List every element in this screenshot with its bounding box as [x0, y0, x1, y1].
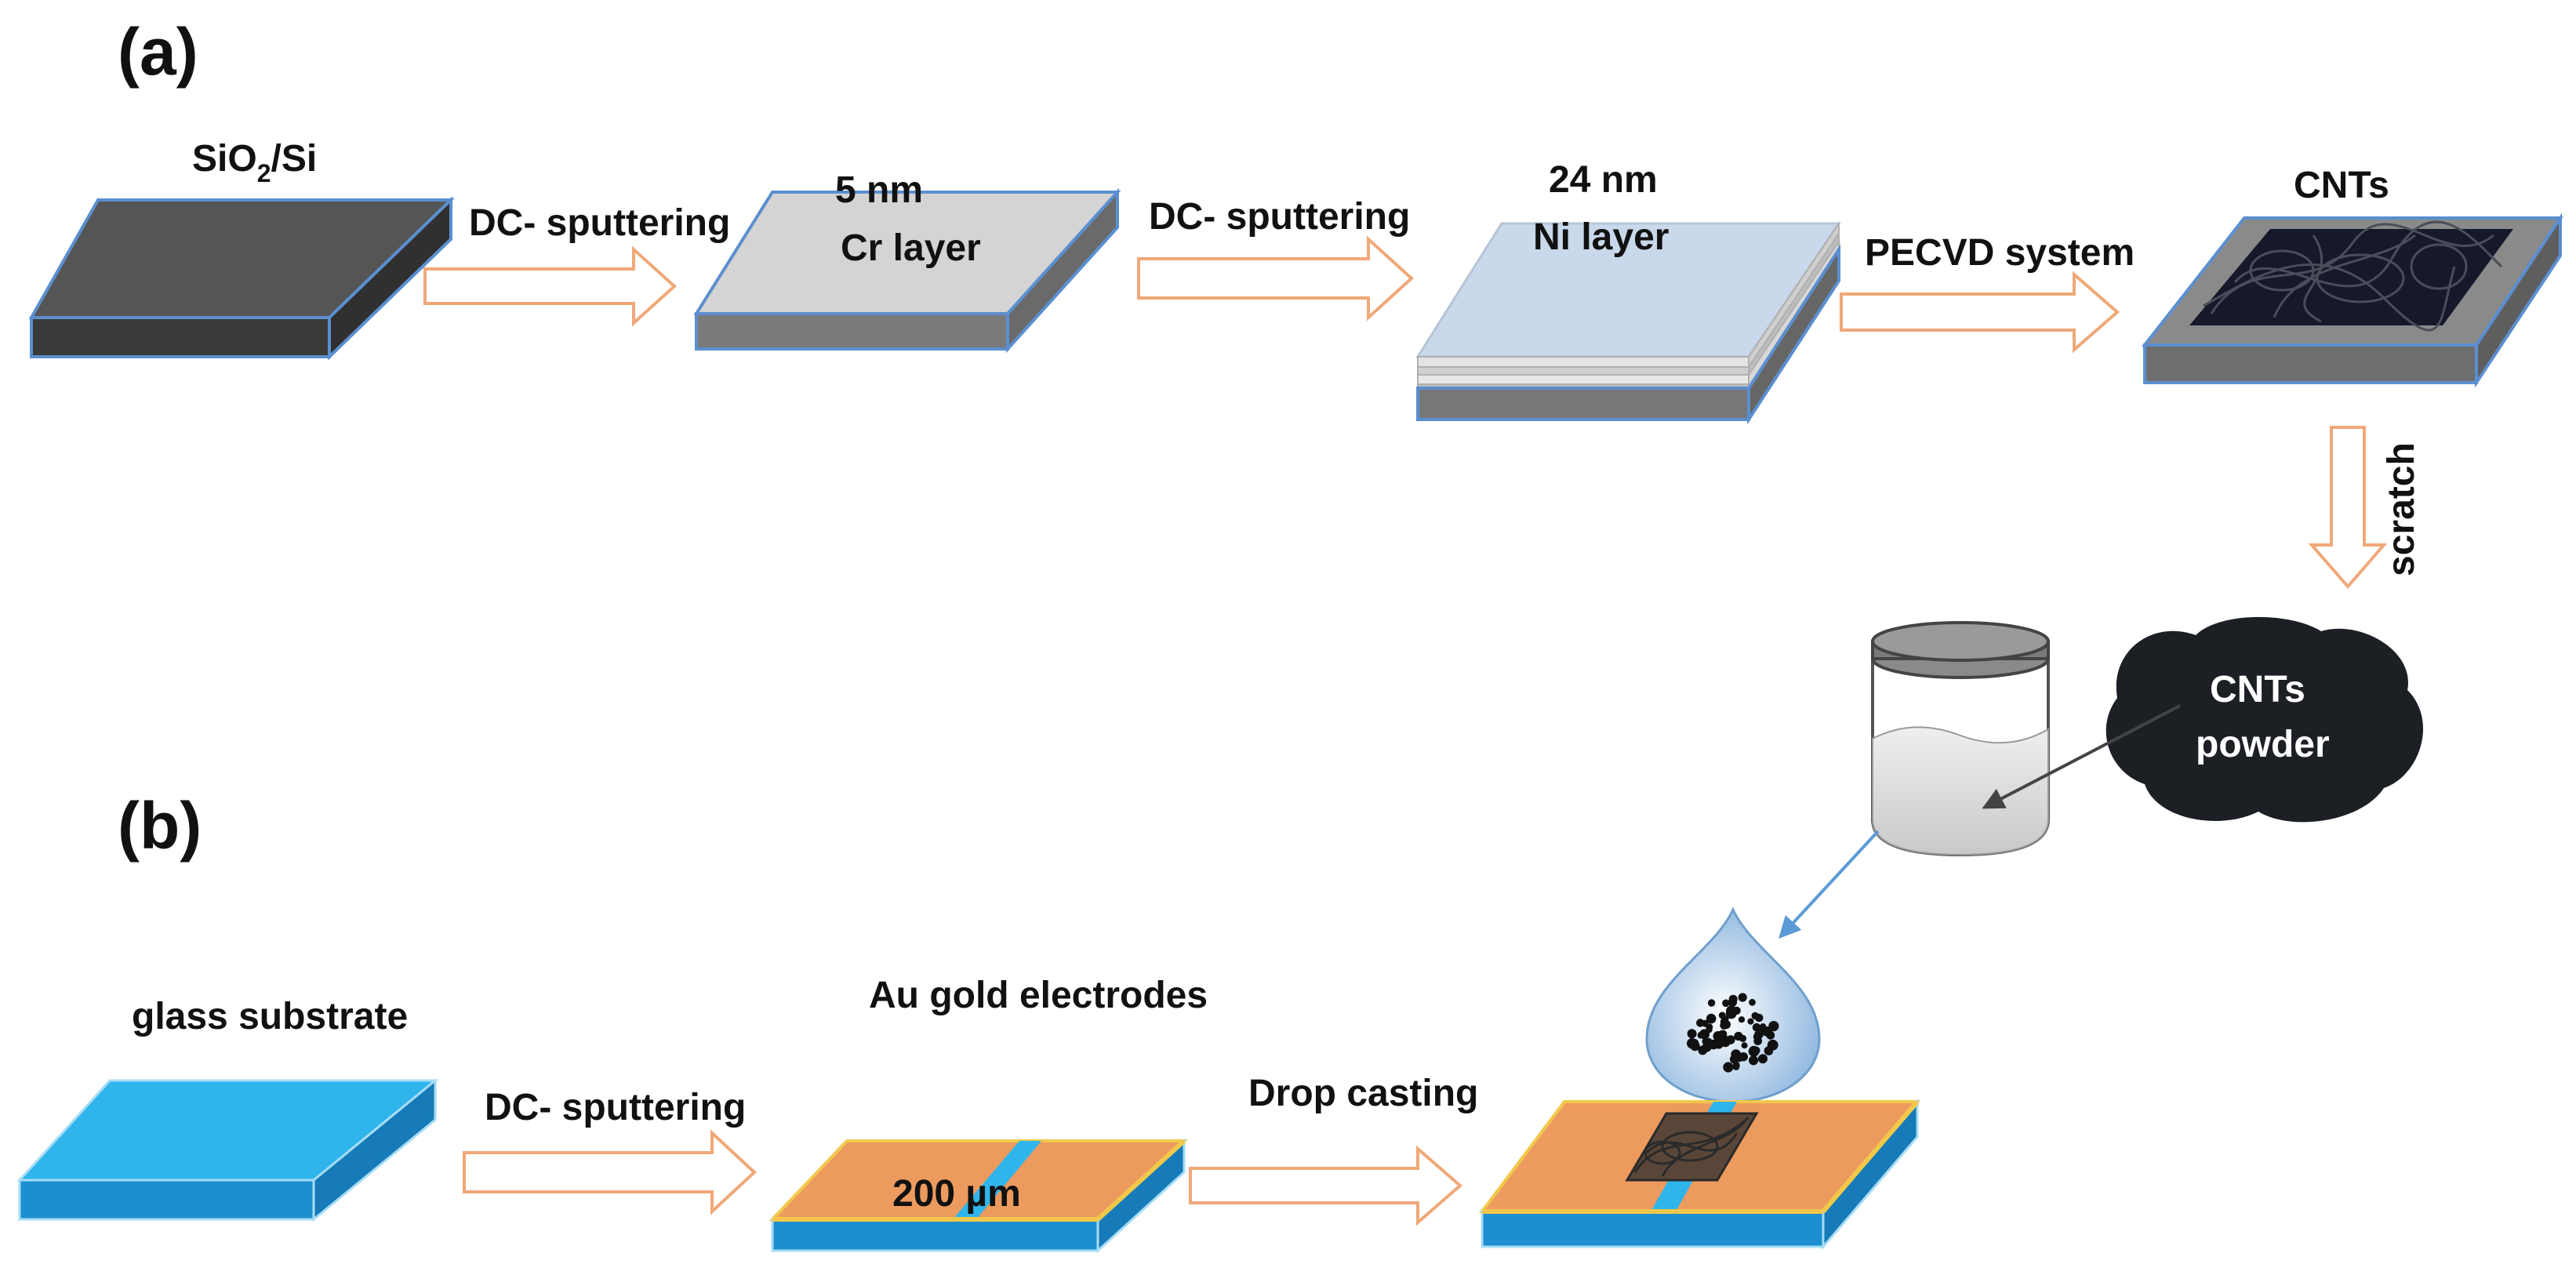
arrow-b2-label: Drop casting: [1248, 1073, 1478, 1114]
cnt-particle: [1752, 1023, 1761, 1032]
cnt-particle: [1726, 1005, 1737, 1017]
arrow-dc-sputtering-b: [463, 1129, 757, 1215]
cnt-particle: [1723, 1062, 1734, 1073]
cnt-particle: [1752, 1046, 1760, 1055]
powder-label-line2: powder: [2196, 724, 2330, 765]
au-electrodes-substrate: [768, 1138, 1189, 1254]
cnt-particle: [1732, 1063, 1740, 1070]
arrow-pecvd-system: [1840, 271, 2120, 354]
cnt-particle: [1758, 1054, 1768, 1064]
cnt-particle: [1749, 1055, 1759, 1066]
cnt-particle: [1706, 1026, 1713, 1033]
sio2-si-substrate: [28, 196, 455, 361]
arrow-dc-sputtering-2: [1137, 235, 1414, 321]
cnt-particle: [1702, 1042, 1712, 1052]
arrow-dc-sputtering-1: [423, 245, 677, 327]
arrow1-label: DC- sputtering: [469, 202, 730, 244]
cnt-particle: [1764, 1028, 1772, 1036]
cnt-device: [1479, 1098, 1921, 1251]
ni-thickness-label: 24 nm: [1549, 159, 1658, 201]
cnt-particle: [1767, 1039, 1778, 1051]
ni-layer-label: Ni layer: [1533, 216, 1669, 258]
arrow3-label: PECVD system: [1865, 232, 2135, 274]
cnt-particle: [1749, 998, 1756, 1006]
glass-substrate-label: glass substrate: [132, 996, 408, 1037]
scratch-label: scratch: [2381, 442, 2422, 576]
arrow2-label: DC- sputtering: [1149, 196, 1410, 238]
ni-layer-substrate: [1415, 220, 1841, 425]
cnt-particle: [1747, 1018, 1754, 1025]
cnts-powder-pile: [2105, 616, 2424, 823]
cnt-particle: [1728, 994, 1738, 1004]
arrow-scratch: [2308, 426, 2388, 590]
cnt-particle: [1738, 993, 1747, 1002]
cnt-particle: [1731, 1049, 1742, 1060]
cnt-particle: [1713, 1039, 1724, 1049]
cnt-particle: [1738, 1016, 1746, 1023]
cnt-particle: [1696, 1019, 1705, 1027]
cnt-particle: [1754, 1013, 1764, 1023]
arrow-b1-label: DC- sputtering: [485, 1087, 746, 1128]
cnts-substrate: [2141, 212, 2563, 388]
cnt-particle: [1765, 1048, 1774, 1055]
cnt-particle: [1739, 1034, 1747, 1042]
cnt-particle: [1690, 1041, 1700, 1052]
gap-label: 200 µm: [892, 1173, 1021, 1215]
cr-layer-substrate: [693, 187, 1121, 354]
cnt-particle: [1721, 1015, 1729, 1023]
powder-label-line1: CNTs: [2210, 669, 2305, 710]
jar: [1871, 621, 2050, 857]
cnt-particle: [1726, 1035, 1735, 1044]
cnt-particle: [1760, 1023, 1767, 1030]
cnt-tangle: [2203, 220, 2503, 332]
sio2-si-label: SiO2/Si: [192, 138, 317, 187]
cnt-network-film: [1625, 1112, 1759, 1182]
cnt-particle: [1687, 1029, 1697, 1039]
cnt-particle: [1706, 1013, 1717, 1024]
cnt-particle: [1754, 1030, 1764, 1040]
panel-b-label: (b): [118, 789, 202, 863]
electrodes-label: Au gold electrodes: [869, 975, 1208, 1016]
arrow-drop-casting: [1189, 1145, 1463, 1226]
cnt-particle: [1720, 1021, 1728, 1030]
glass-substrate: [16, 1077, 439, 1222]
panel-a-label: (a): [118, 15, 198, 89]
cnt-particle: [1707, 999, 1716, 1007]
powder-to-jar-arrow: [1982, 704, 2181, 809]
cnt-droplet: [1645, 906, 1821, 1103]
jar-to-drop-arrow: [1778, 830, 1880, 939]
cnt-particle: [1741, 1042, 1748, 1049]
cr-layer-label: Cr layer: [841, 227, 981, 269]
cnt-particle: [1722, 999, 1730, 1008]
cr-thickness-label: 5 nm: [835, 169, 923, 211]
cnts-label: CNTs: [2294, 165, 2389, 206]
cnt-particle: [1753, 1037, 1763, 1045]
